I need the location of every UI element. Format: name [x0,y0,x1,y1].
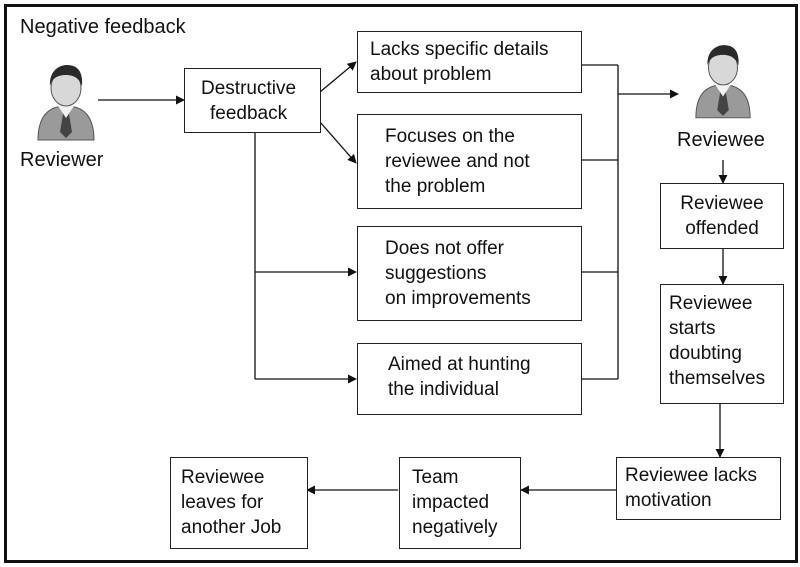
box-line: feedback [210,103,288,124]
box-line: suggestions [385,263,487,284]
box-reviewee-leaves: Reviewee leaves for another Job [170,457,308,549]
box-line: Lacks specific details [370,39,549,60]
box-line: negatively [412,517,498,538]
box-line: Team [412,467,459,488]
box-line: Destructive [201,78,297,99]
arrow-destructive-to-lacks-details [319,61,357,93]
box-line: Reviewee [181,467,265,488]
diagram-frame [4,4,798,563]
box-team-impacted: Team impacted negatively [399,457,521,549]
box-line: motivation [625,490,712,511]
box-line: starts [669,318,716,339]
box-aimed-at-hunting: Aimed at hunting the individual [357,343,582,415]
box-destructive-feedback: Destructive feedback [184,68,321,133]
box-focuses-on-reviewee: Focuses on the reviewee and not the prob… [357,114,582,209]
box-no-suggestions: Does not offer suggestions on improvemen… [357,226,582,321]
reviewer-label: Reviewer [20,149,104,171]
box-line: Does not offer [385,238,505,259]
diagram-title: Negative feedback [20,16,186,38]
box-line: reviewee and not [385,151,530,172]
box-line: the individual [388,379,499,400]
reviewer-person-icon [37,65,95,141]
box-line: offended [685,218,759,239]
box-line: Reviewee [680,193,764,214]
box-lacks-motivation: Reviewee lacks motivation [616,457,781,520]
box-line: doubting [669,343,742,364]
arrow-destructive-to-focuses [319,121,357,164]
box-lacks-details: Lacks specific details about problem [357,31,582,93]
box-line: leaves for [181,492,264,513]
box-line: Reviewee lacks [625,465,757,486]
box-line: the problem [385,176,486,197]
reviewee-person-icon [695,45,751,119]
box-line: themselves [669,368,766,389]
box-line: on improvements [385,288,531,309]
box-line: impacted [412,492,490,513]
box-line: Reviewee [669,293,753,314]
reviewee-label: Reviewee [677,129,765,151]
box-line: Focuses on the [385,126,515,147]
box-reviewee-doubting: Reviewee starts doubting themselves [660,284,784,404]
box-line: another Job [181,517,282,538]
box-reviewee-offended: Reviewee offended [660,183,784,249]
box-line: about problem [370,64,492,85]
box-line: Aimed at hunting [388,354,531,375]
